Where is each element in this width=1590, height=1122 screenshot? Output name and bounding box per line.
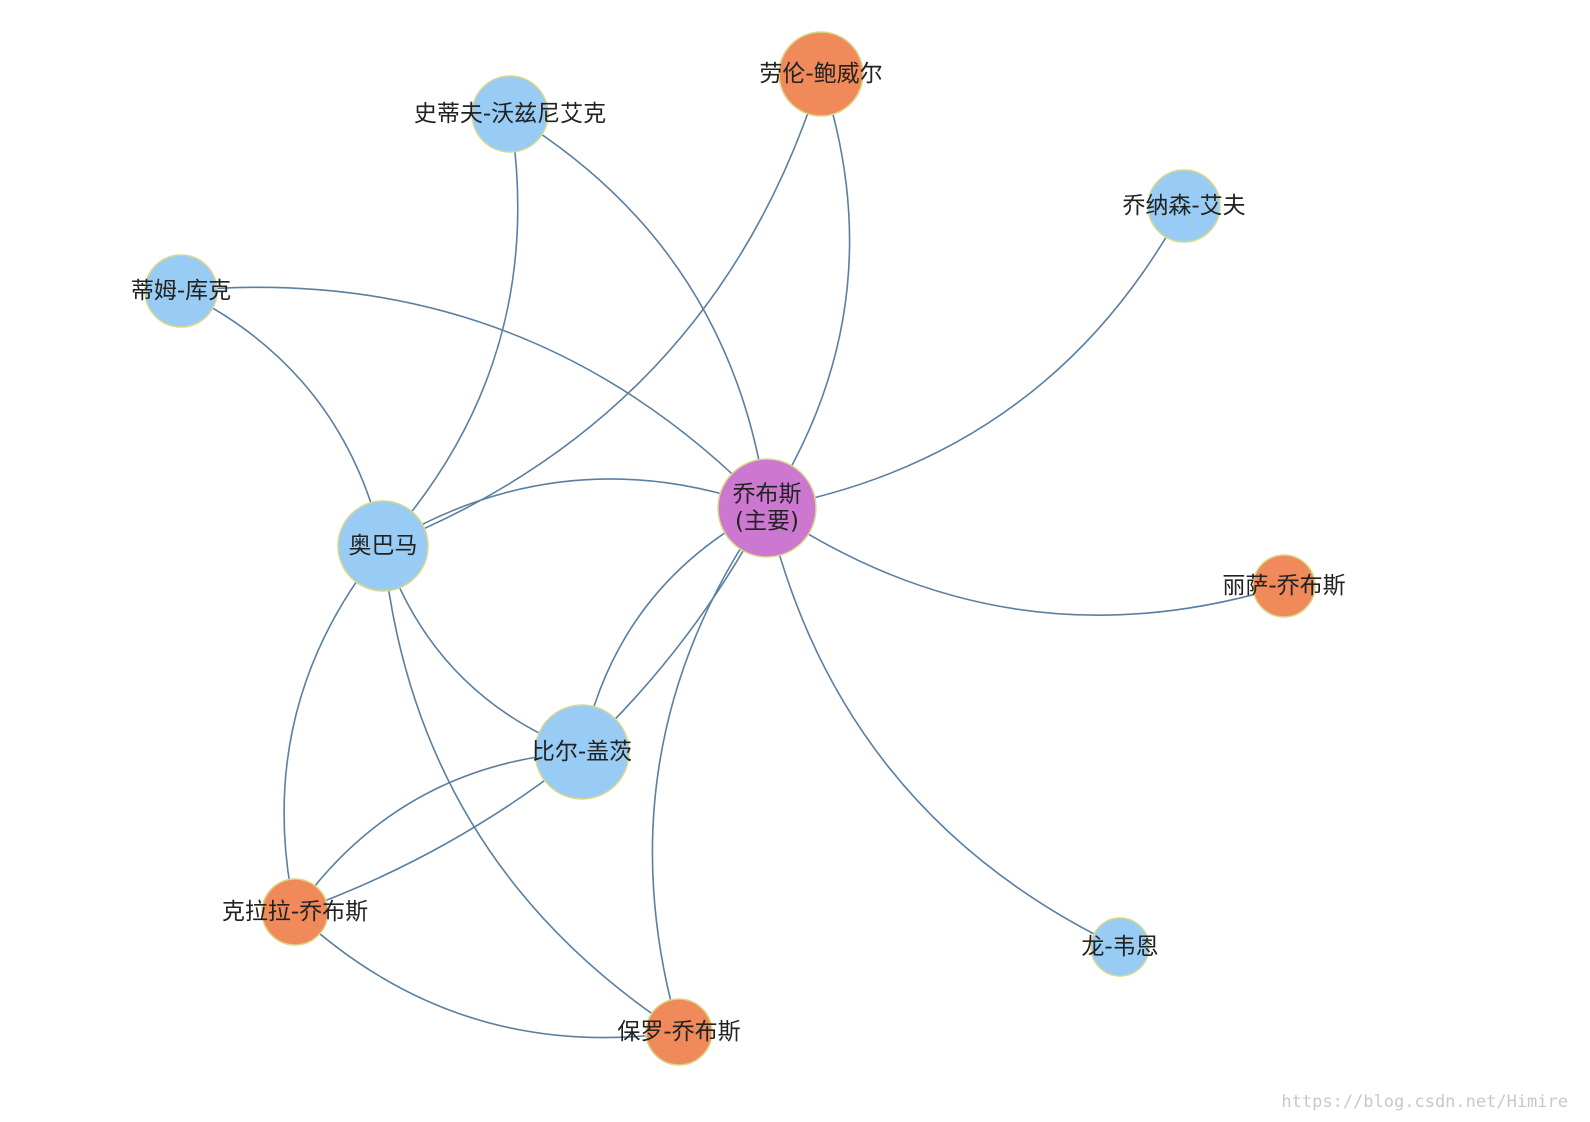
- node-lisa[interactable]: 丽萨-乔布斯: [1222, 554, 1346, 618]
- edge-jobs-wozniak: [509, 113, 768, 509]
- node-cook[interactable]: 蒂姆-库克: [131, 254, 231, 328]
- node-label-wozniak: 史蒂夫-沃兹尼艾克: [414, 101, 606, 127]
- node-label-jobs: 乔布斯: [733, 482, 802, 508]
- edge-obama-paul: [382, 545, 680, 1033]
- node-circle-paul[interactable]: [645, 998, 713, 1066]
- watermark: https://blog.csdn.net/Himire: [1281, 1092, 1568, 1112]
- edge-gates-clara: [294, 751, 583, 913]
- node-circle-lisa[interactable]: [1252, 554, 1316, 618]
- node-circle-gates[interactable]: [534, 704, 630, 800]
- node-label-ive: 乔纳森-艾夫: [1122, 193, 1245, 219]
- node-powell[interactable]: 劳伦-鲍威尔: [759, 31, 883, 117]
- edge-jobs-cook: [180, 286, 768, 509]
- node-label-paul: 保罗-乔布斯: [617, 1019, 740, 1045]
- node-circle-wozniak[interactable]: [471, 75, 549, 153]
- node-ron[interactable]: 龙-韦恩: [1081, 917, 1159, 977]
- node-circle-jobs[interactable]: [717, 458, 817, 558]
- edge-obama-wozniak: [382, 113, 519, 547]
- node-circle-cook[interactable]: [144, 254, 218, 328]
- node-gates[interactable]: 比尔-盖茨: [532, 704, 632, 800]
- node-circle-ron[interactable]: [1090, 917, 1150, 977]
- edge-jobs-powell: [766, 73, 851, 509]
- edge-obama-clara: [283, 545, 384, 913]
- edge-jobs-lisa: [766, 507, 1285, 616]
- node-paul[interactable]: 保罗-乔布斯: [617, 998, 741, 1066]
- node-circle-obama[interactable]: [337, 500, 429, 592]
- node-circle-powell[interactable]: [778, 31, 864, 117]
- node-circle-clara[interactable]: [261, 878, 329, 946]
- edge-jobs-paul: [651, 507, 768, 1033]
- node-wozniak[interactable]: 史蒂夫-沃兹尼艾克: [414, 75, 606, 153]
- node-label-obama: 奥巴马: [349, 533, 418, 559]
- edge-obama-powell: [382, 73, 822, 547]
- edge-jobs-ive: [766, 205, 1185, 509]
- node-obama[interactable]: 奥巴马: [337, 500, 429, 592]
- node-label-gates: 比尔-盖茨: [532, 739, 632, 765]
- edge-gates-clara: [294, 751, 583, 913]
- node-label-cook: 蒂姆-库克: [131, 278, 231, 304]
- edge-clara-paul: [294, 911, 680, 1039]
- node-label-lisa: 丽萨-乔布斯: [1222, 573, 1345, 599]
- node-label-jobs: (主要): [735, 509, 799, 535]
- node-label-clara: 克拉拉-乔布斯: [222, 899, 368, 925]
- edge-obama-cook: [180, 290, 384, 547]
- edge-jobs-ron: [766, 507, 1121, 948]
- node-clara[interactable]: 克拉拉-乔布斯: [222, 878, 368, 946]
- node-label-powell: 劳伦-鲍威尔: [759, 61, 882, 87]
- node-circle-ive[interactable]: [1147, 169, 1221, 243]
- edge-jobs-obama: [382, 478, 768, 547]
- node-jobs[interactable]: 乔布斯(主要): [717, 458, 817, 558]
- node-ive[interactable]: 乔纳森-艾夫: [1122, 169, 1246, 243]
- node-label-ron: 龙-韦恩: [1081, 934, 1158, 960]
